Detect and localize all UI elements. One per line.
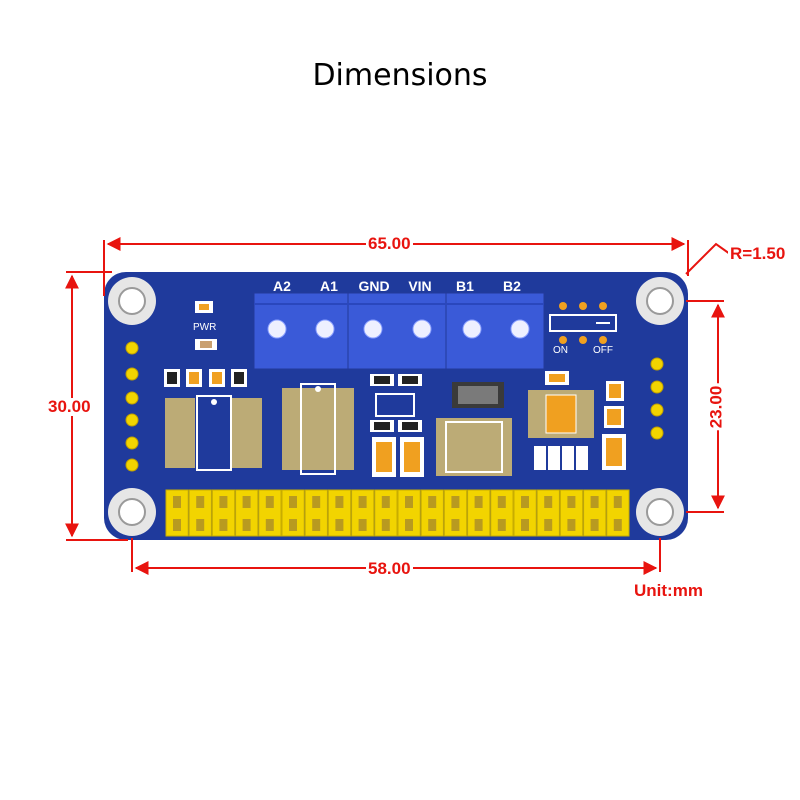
hole-pitch-y-label: 23.00 xyxy=(706,383,726,431)
unit-label: Unit:mm xyxy=(632,581,705,600)
terminal-label-a2: A2 xyxy=(273,278,291,294)
header-pin xyxy=(242,496,251,508)
corner-radius-label: R=1.50 xyxy=(728,244,788,263)
header-pin-block xyxy=(513,489,537,537)
header-pin xyxy=(381,519,390,531)
voltage-regulator xyxy=(436,382,512,476)
header-pin-block xyxy=(188,489,212,537)
mounting-hole-top-right xyxy=(636,277,684,325)
header-pin xyxy=(312,496,321,508)
header-pin-block xyxy=(420,489,444,537)
header-pin xyxy=(474,496,483,508)
header-pin xyxy=(544,496,553,508)
header-pin xyxy=(451,496,460,508)
header-pin xyxy=(590,496,599,508)
header-pin xyxy=(428,519,437,531)
header-pin xyxy=(613,496,622,508)
mounting-hole-bottom-left xyxy=(108,488,156,536)
header-pin xyxy=(242,519,251,531)
left-pads xyxy=(125,341,139,472)
header-pin-block xyxy=(559,489,584,537)
header-pin xyxy=(173,496,181,508)
pwr-led xyxy=(195,301,217,350)
header-pin xyxy=(381,496,390,508)
header-pin xyxy=(358,496,367,508)
header-pin xyxy=(567,519,576,531)
header-pin-block xyxy=(258,489,282,537)
header-pin xyxy=(219,496,228,508)
header-pin xyxy=(613,519,622,531)
smd-components-top xyxy=(164,369,247,387)
header-pin-block xyxy=(467,489,491,537)
header-pin-block xyxy=(304,489,328,537)
header-pin xyxy=(265,519,274,531)
header-pin-block xyxy=(351,489,375,537)
on-off-switch xyxy=(549,302,617,344)
header-pin xyxy=(312,519,321,531)
height-dimension-label: 30.00 xyxy=(46,397,93,416)
header-pin xyxy=(405,496,413,508)
hole-pitch-x-label: 58.00 xyxy=(366,559,413,578)
header-pin xyxy=(196,496,205,508)
smd-components-middle xyxy=(370,374,424,477)
mounting-hole-top-left xyxy=(108,277,156,325)
header-pin xyxy=(428,496,437,508)
header-pin-block xyxy=(536,489,560,537)
ic-chip-left xyxy=(165,395,262,471)
header-pin xyxy=(451,519,460,531)
header-pin xyxy=(544,519,553,531)
terminal-label-a1: A1 xyxy=(320,278,338,294)
header-pin-block xyxy=(443,489,468,537)
ic-chip-middle xyxy=(282,383,354,475)
header-pin-block xyxy=(211,489,236,537)
header-pin xyxy=(335,519,344,531)
header-pin xyxy=(196,519,205,531)
switch-off-label: OFF xyxy=(593,345,613,356)
header-pin xyxy=(474,519,483,531)
right-pads xyxy=(650,357,664,440)
header-pin xyxy=(590,519,599,531)
header-pin-block xyxy=(165,489,189,537)
header-pin xyxy=(521,496,529,508)
header-pin xyxy=(497,496,506,508)
terminal-label-b1: B1 xyxy=(456,278,474,294)
header-pin xyxy=(173,519,181,531)
smd-components-right xyxy=(528,371,626,470)
header-pin-block xyxy=(397,489,421,537)
header-pin xyxy=(358,519,367,531)
pwr-label: PWR xyxy=(193,322,217,333)
gpio-header xyxy=(165,489,630,537)
header-pin-block xyxy=(281,489,305,537)
header-pin xyxy=(521,519,529,531)
header-pin-block xyxy=(490,489,514,537)
header-pin xyxy=(405,519,413,531)
header-pin xyxy=(497,519,506,531)
switch-on-label: ON xyxy=(553,345,568,356)
header-pin xyxy=(289,496,297,508)
header-pin-block xyxy=(327,489,352,537)
terminal-blocks xyxy=(253,292,545,370)
header-pin xyxy=(219,519,228,531)
header-pin-block xyxy=(235,489,259,537)
header-pin-block xyxy=(583,489,607,537)
header-pin-block xyxy=(606,489,630,537)
page-title: Dimensions xyxy=(312,58,488,93)
terminal-label-vin: VIN xyxy=(408,278,432,294)
mounting-hole-bottom-right xyxy=(636,488,684,536)
terminal-label-gnd: GND xyxy=(358,278,390,294)
header-pin-block xyxy=(374,489,398,537)
header-pin xyxy=(335,496,344,508)
header-pin xyxy=(265,496,274,508)
header-pin xyxy=(567,496,576,508)
width-dimension-label: 65.00 xyxy=(366,234,413,253)
header-pin xyxy=(289,519,297,531)
terminal-label-b2: B2 xyxy=(503,278,521,294)
